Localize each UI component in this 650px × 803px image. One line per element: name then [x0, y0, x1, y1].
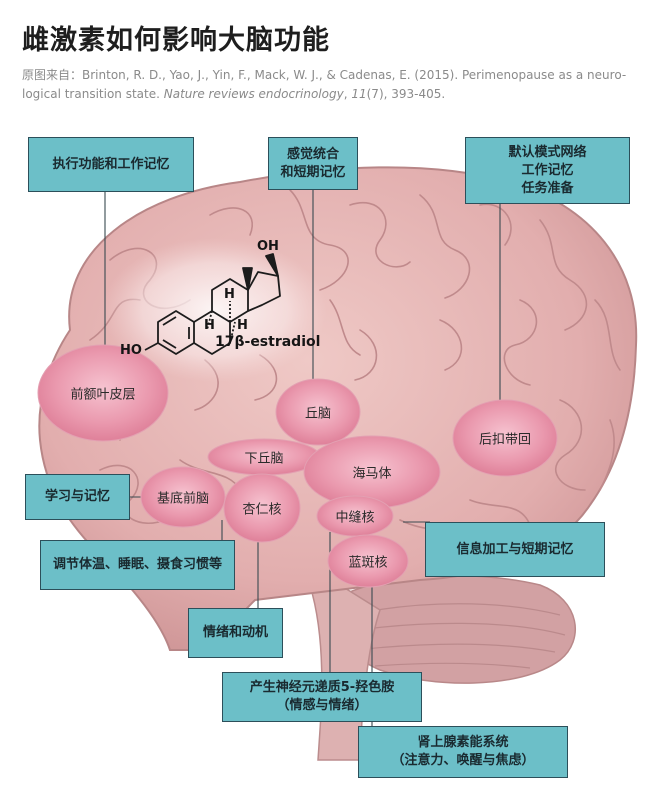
function-sensory-line-1: 感觉统合: [286, 146, 339, 162]
molecule-h-label-1: H: [224, 287, 235, 302]
region-label-hippocampus: 海马体: [352, 466, 392, 482]
function-executive-text: 执行功能和工作记忆: [52, 156, 170, 172]
region-label-amygdala: 杏仁核: [242, 502, 282, 518]
function-regulation-text: 调节体温、睡眠、摄食习惯等: [52, 557, 222, 572]
function-serotonin-line-2: （情感与情绪）: [276, 698, 368, 713]
citation-authors: Brinton, R. D., Yao, J., Yin, F., Mack, …: [22, 68, 627, 101]
molecule-ho-label: HO: [120, 343, 142, 358]
function-box-sensory: 感觉统合 和短期记忆: [268, 137, 358, 190]
function-default-line-2: 工作记忆: [521, 162, 574, 178]
function-default-line-3: 任务准备: [521, 180, 574, 196]
molecule-name: 17β-estradiol: [215, 334, 321, 350]
basal-forebrain-region: [140, 466, 226, 528]
function-box-default-mode: 默认模式网络 工作记忆 任务准备: [465, 137, 630, 204]
region-label-cingulate: 后扣带回: [478, 432, 532, 448]
molecule-h-label-3: H: [237, 318, 248, 333]
molecule-h-label-2: H: [204, 318, 215, 333]
regions: [37, 344, 558, 588]
amygdala-region: [223, 473, 301, 543]
region-label-hypothalamus: 下丘脑: [244, 451, 284, 467]
function-box-executive: 执行功能和工作记忆: [28, 137, 194, 192]
citation-prefix: 原图来自：: [22, 68, 83, 82]
region-label-thalamus: 丘脑: [304, 406, 332, 422]
prefrontal-region: [37, 344, 169, 442]
region-label-raphe: 中缝核: [335, 510, 375, 526]
function-box-regulation: 调节体温、睡眠、摄食习惯等: [40, 540, 235, 590]
locus-coeruleus-region: [327, 534, 409, 588]
region-label-prefrontal: 前额叶皮层: [70, 387, 136, 403]
function-box-processing: 信息加工与短期记忆: [425, 522, 605, 577]
citation: 原图来自：Brinton, R. D., Yao, J., Yin, F., M…: [22, 66, 632, 104]
estradiol-molecule: [144, 253, 281, 355]
region-label-basal-forebrain: 基底前脑: [156, 491, 210, 507]
function-emotion-text: 情绪和动机: [202, 625, 268, 640]
region-label-locus-coeruleus: 蓝斑核: [348, 555, 388, 571]
citation-journal: Nature reviews endocrinology: [163, 87, 344, 101]
function-serotonin-line-1: 产生神经元递质5-羟色胺: [249, 680, 395, 695]
citation-rest: (7), 393-405.: [366, 87, 446, 101]
thalamus-region: [275, 378, 361, 446]
function-processing-text: 信息加工与短期记忆: [456, 541, 574, 557]
citation-volume-sep: ,: [343, 87, 352, 101]
function-box-adrenergic: 肾上腺素能系统 （注意力、唤醒与焦虑）: [358, 726, 568, 778]
function-learning-text: 学习与记忆: [44, 489, 110, 504]
function-box-emotion: 情绪和动机: [188, 608, 283, 658]
function-box-serotonin: 产生神经元递质5-羟色胺 （情感与情绪）: [222, 672, 422, 722]
cingulate-region: [452, 399, 558, 477]
page-title: 雌激素如何影响大脑功能: [22, 25, 330, 56]
molecule-oh-label: OH: [257, 239, 279, 254]
function-adrenergic-line-1: 肾上腺素能系统: [417, 735, 509, 750]
function-adrenergic-line-2: （注意力、唤醒与焦虑）: [391, 753, 535, 768]
function-sensory-line-2: 和短期记忆: [280, 164, 346, 180]
function-box-learning: 学习与记忆: [25, 474, 130, 520]
citation-volume: 11: [351, 87, 367, 101]
function-default-line-1: 默认模式网络: [508, 144, 587, 160]
